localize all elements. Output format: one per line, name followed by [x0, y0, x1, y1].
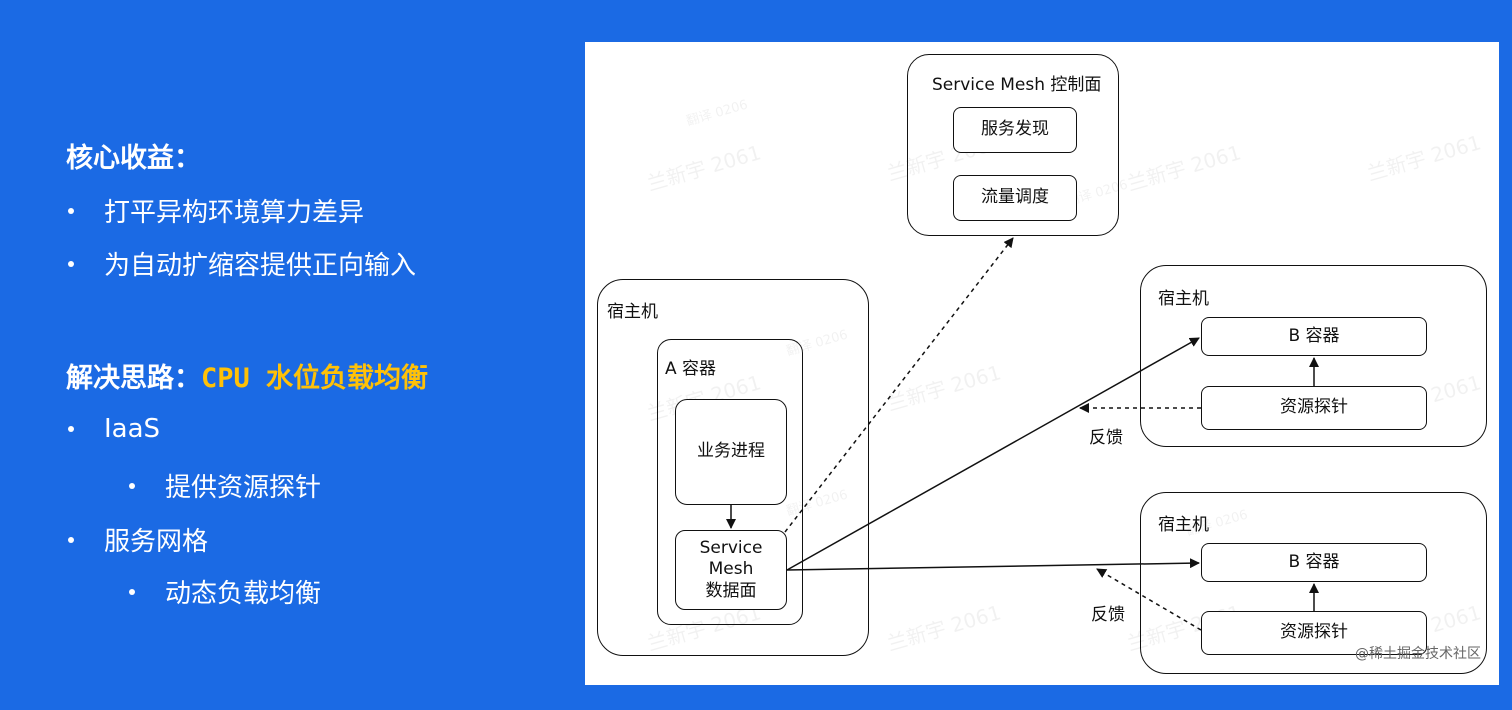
container-a-label: A 容器 — [665, 359, 717, 379]
bullet-dot — [129, 482, 135, 489]
traffic-scheduling-box: 流量调度 — [953, 175, 1077, 221]
service-discovery-box: 服务发现 — [953, 107, 1077, 153]
source-credit: @稀土掘金技术社区 — [1355, 646, 1481, 662]
feedback-label-b2: 反馈 — [1091, 605, 1125, 625]
solution-subitem-label: 提供资源探针 — [165, 473, 322, 503]
solution-item: IaaS — [68, 414, 160, 444]
mesh-data-plane-box: Service Mesh 数据面 — [675, 530, 787, 610]
control-plane-container — [907, 54, 1119, 236]
solution-subitem-label: 动态负载均衡 — [165, 579, 322, 609]
core-benefits-heading: 核心收益： — [66, 143, 201, 174]
business-process-box: 业务进程 — [675, 399, 787, 505]
benefit-item: 打平异构环境算力差异 — [68, 192, 364, 229]
solution-heading-accent: CPU 水位负载均衡 — [201, 363, 429, 394]
solution-item-label: IaaS — [104, 414, 161, 444]
container-b1-box: B 容器 — [1201, 317, 1427, 356]
solution-subitem: 提供资源探针 — [129, 467, 321, 504]
resource-probe-b2-box: 资源探针 — [1201, 611, 1427, 655]
solution-item: 服务网格 — [68, 521, 208, 558]
bullet-dot — [68, 207, 74, 214]
bullet-dot — [68, 260, 74, 267]
bullet-dot — [68, 426, 74, 432]
solution-subitem: 动态负载均衡 — [129, 573, 321, 610]
bullet-dot — [129, 588, 135, 595]
solution-heading: 解决思路：CPU 水位负载均衡 — [66, 356, 428, 395]
feedback-b2-arrow — [1096, 568, 1202, 631]
solution-heading-prefix: 解决思路： — [66, 363, 201, 394]
host-b2-machine — [1140, 492, 1487, 674]
bullet-dot — [68, 536, 74, 543]
container-b2-box: B 容器 — [1201, 543, 1427, 582]
resource-probe-b1-box: 资源探针 — [1201, 386, 1427, 430]
diagram-connectors — [726, 237, 1319, 631]
dataplane-to-b1-arrow — [786, 337, 1200, 571]
benefit-label: 为自动扩缩容提供正向输入 — [104, 251, 417, 281]
benefit-label: 打平异构环境算力差异 — [104, 198, 365, 228]
host-b1-machine — [1140, 265, 1487, 447]
host-a-machine — [597, 279, 869, 656]
feedback-label-b1: 反馈 — [1089, 428, 1123, 448]
architecture-diagram: 兰新宇 2061 兰新宇 2061 兰新宇 2061 兰新宇 2061 兰新宇 … — [585, 42, 1499, 685]
control-plane-title: Service Mesh 控制面 — [932, 75, 1102, 95]
host-a-label: 宿主机 — [607, 302, 658, 322]
dataplane-to-control-plane-arrow — [784, 237, 1014, 533]
container-a — [657, 339, 803, 625]
host-b1-label: 宿主机 — [1158, 289, 1209, 309]
dataplane-to-b2-arrow — [786, 558, 1200, 571]
left-text-panel: 核心收益： 打平异构环境算力差异 为自动扩缩容提供正向输入 解决思路：CPU 水… — [0, 0, 585, 710]
host-b2-label: 宿主机 — [1158, 515, 1209, 535]
benefit-item: 为自动扩缩容提供正向输入 — [68, 245, 416, 282]
solution-item-label: 服务网格 — [104, 527, 209, 557]
